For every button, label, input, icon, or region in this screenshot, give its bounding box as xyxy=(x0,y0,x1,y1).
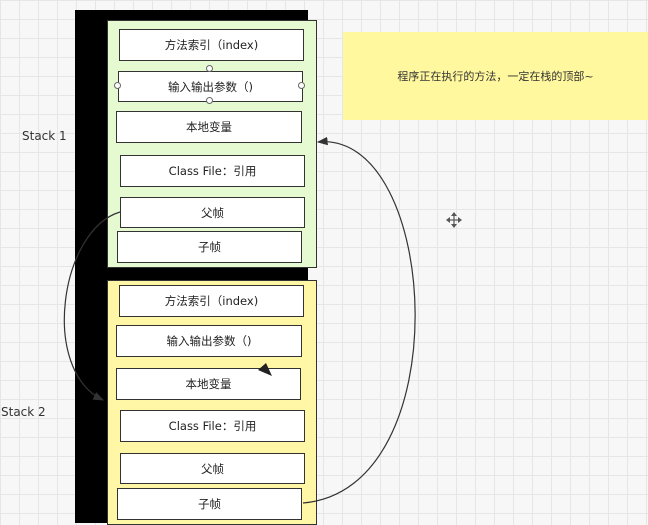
child-frame-connector[interactable] xyxy=(302,136,416,504)
note-box[interactable]: 程序正在执行的方法，一定在栈的顶部~ xyxy=(343,32,648,120)
mouse-pointer-icon xyxy=(258,363,272,376)
selection-handle-left[interactable] xyxy=(114,82,121,89)
stack2-child-frame-cell[interactable]: 子帧 xyxy=(117,488,302,520)
stack1-io-params-cell[interactable]: 输入输出参数（) xyxy=(118,71,303,102)
stack1-method-index-cell[interactable]: 方法索引（index) xyxy=(119,29,304,61)
note-text: 程序正在执行的方法，一定在栈的顶部~ xyxy=(397,70,594,83)
stack2-parent-frame-cell[interactable]: 父帧 xyxy=(120,453,305,484)
selection-handle-right[interactable] xyxy=(298,82,305,89)
stack1-child-frame-cell[interactable]: 子帧 xyxy=(117,231,302,263)
selection-handle-top[interactable] xyxy=(206,65,213,72)
stack1-class-file-cell[interactable]: Class File：引用 xyxy=(120,155,305,187)
move-cursor-icon xyxy=(446,212,462,228)
stack2-method-index-cell[interactable]: 方法索引（index) xyxy=(119,285,304,317)
selection-handle-bottom[interactable] xyxy=(206,97,213,104)
stack2-label: Stack 2 xyxy=(1,405,46,419)
stack2-class-file-cell[interactable]: Class File：引用 xyxy=(120,410,305,442)
stack1-frame[interactable]: 方法索引（index) 输入输出参数（) 本地变量 Class File：引用 … xyxy=(107,20,317,268)
stack1-parent-frame-cell[interactable]: 父帧 xyxy=(120,197,305,228)
stack2-io-params-cell[interactable]: 输入输出参数（) xyxy=(116,325,302,357)
stack2-frame[interactable]: 方法索引（index) 输入输出参数（) 本地变量 Class File：引用 … xyxy=(107,280,317,525)
parent-frame-connector[interactable] xyxy=(63,211,121,401)
stack1-label: Stack 1 xyxy=(22,129,67,143)
stack1-local-vars-cell[interactable]: 本地变量 xyxy=(116,111,302,143)
